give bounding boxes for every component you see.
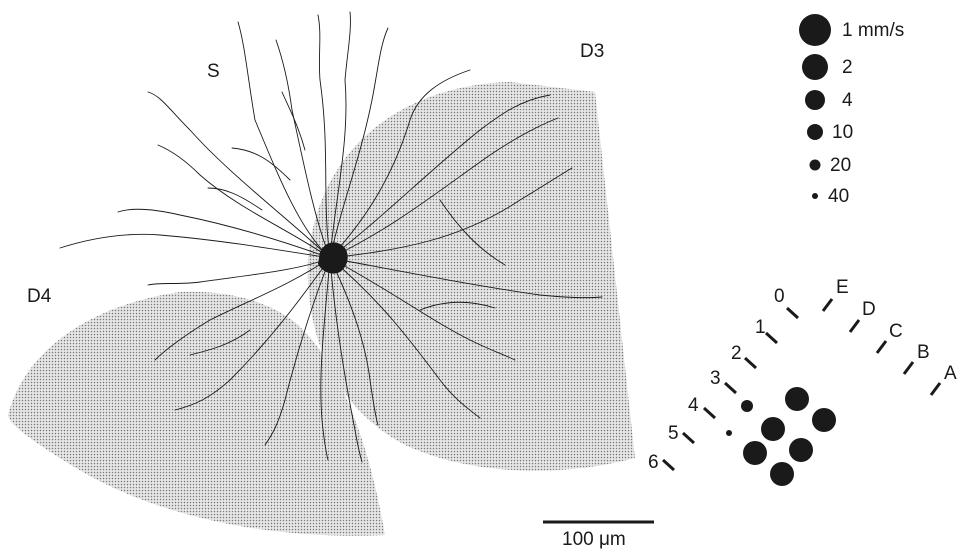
col-tick-E bbox=[823, 299, 832, 311]
response-dot bbox=[741, 400, 753, 412]
legend-label-20: 20 bbox=[830, 156, 851, 175]
legend-dot-1 bbox=[799, 14, 831, 46]
row-tick-6 bbox=[663, 460, 674, 470]
row-label-2: 2 bbox=[731, 344, 742, 363]
row-label-6: 6 bbox=[648, 453, 659, 472]
row-tick-5 bbox=[683, 433, 694, 443]
row-label-1: 1 bbox=[755, 318, 766, 337]
legend-label-10: 10 bbox=[832, 123, 853, 142]
d3-territory bbox=[308, 82, 635, 471]
row-label-0: 0 bbox=[774, 287, 785, 306]
legend-label-1: 1 mm/s bbox=[842, 21, 904, 40]
scale-bar-label: 100 μm bbox=[562, 530, 626, 549]
response-dot bbox=[726, 430, 732, 436]
legend-dot-2 bbox=[802, 54, 828, 80]
col-label-B: B bbox=[917, 343, 930, 362]
legend-label-4: 4 bbox=[842, 91, 853, 110]
label-s: S bbox=[207, 62, 220, 81]
legend-dot-4 bbox=[805, 90, 825, 110]
legend-dot-40 bbox=[812, 193, 818, 199]
response-dot bbox=[770, 462, 794, 486]
row-tick-0 bbox=[787, 308, 798, 318]
col-tick-A bbox=[931, 383, 940, 395]
col-label-C: C bbox=[889, 322, 903, 341]
row-tick-2 bbox=[745, 358, 756, 368]
response-dot bbox=[743, 441, 767, 465]
legend-label-2: 2 bbox=[842, 58, 853, 77]
row-tick-1 bbox=[766, 333, 777, 343]
row-label-4: 4 bbox=[688, 396, 699, 415]
label-d3: D3 bbox=[580, 42, 604, 61]
legend-dot-20 bbox=[810, 160, 821, 171]
response-dot bbox=[785, 387, 809, 411]
response-dot bbox=[761, 417, 785, 441]
col-tick-C bbox=[877, 341, 886, 353]
row-label-5: 5 bbox=[668, 424, 679, 443]
legend-dots bbox=[799, 14, 831, 199]
col-tick-D bbox=[850, 320, 859, 332]
legend-label-40: 40 bbox=[828, 187, 849, 206]
row-label-3: 3 bbox=[710, 369, 721, 388]
response-dots bbox=[726, 387, 836, 486]
response-dot bbox=[789, 438, 813, 462]
col-label-E: E bbox=[836, 278, 849, 297]
col-label-A: A bbox=[944, 364, 957, 383]
col-tick-B bbox=[904, 362, 913, 374]
legend-dot-10 bbox=[807, 124, 823, 140]
response-dot bbox=[812, 408, 836, 432]
col-label-D: D bbox=[862, 300, 876, 319]
label-d4: D4 bbox=[27, 287, 51, 306]
row-tick-3 bbox=[725, 383, 736, 393]
row-tick-4 bbox=[704, 408, 715, 418]
